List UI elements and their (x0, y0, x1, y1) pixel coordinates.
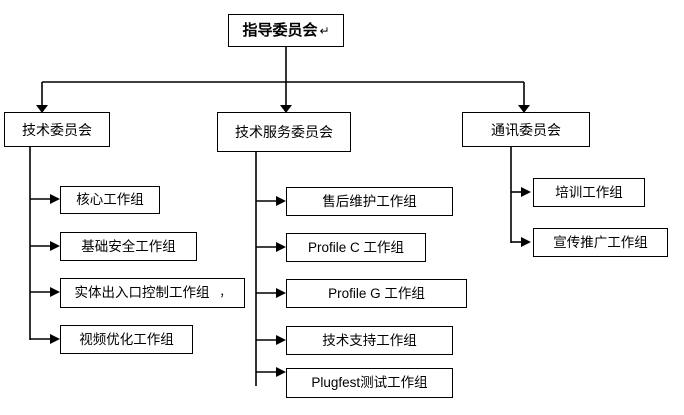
tech-arrowhead-1 (50, 194, 60, 204)
node-profile-c-working-group[interactable]: Profile C 工作组 (286, 233, 426, 262)
node-basic-security-working-group[interactable]: 基础安全工作组 (60, 232, 197, 261)
node-profile-g-working-group-label: Profile G 工作组 (328, 285, 425, 301)
node-video-optimization-working-group[interactable]: 视频优化工作组 (60, 325, 193, 354)
node-communications-committee-label: 通讯委员会 (491, 121, 561, 138)
tech-arrowhead-2 (50, 241, 60, 251)
node-profile-c-working-group-label: Profile C 工作组 (307, 239, 405, 255)
node-after-sales-maintenance-working-group[interactable]: 售后维护工作组 (286, 187, 453, 216)
comms-arrowhead-1 (521, 187, 531, 197)
node-training-working-group[interactable]: 培训工作组 (533, 178, 645, 207)
node-technical-service-committee-label: 技术服务委员会 (235, 124, 333, 140)
node-root-label: 指导委员会 (242, 22, 318, 39)
node-after-sales-maintenance-working-group-label: 售后维护工作组 (322, 193, 417, 209)
node-technical-service-committee[interactable]: 技术服务委员会 (217, 112, 351, 152)
tech-arrowhead-4 (50, 334, 60, 344)
tech-arrowhead-3 (50, 287, 60, 297)
trailing-comma-mark: ， (219, 286, 231, 299)
node-physical-access-control-working-group[interactable]: 实体出入口控制工作组 ， (60, 278, 245, 308)
node-root-steering-committee[interactable]: 指导委员会↵ (228, 14, 344, 47)
node-basic-security-working-group-label: 基础安全工作组 (81, 238, 176, 254)
node-publicity-promotion-working-group-label: 宣传推广工作组 (553, 234, 648, 250)
node-publicity-promotion-working-group[interactable]: 宣传推广工作组 (533, 228, 668, 257)
node-technical-committee[interactable]: 技术委员会 (4, 112, 110, 147)
node-video-optimization-working-group-label: 视频优化工作组 (79, 331, 174, 347)
node-technical-support-working-group[interactable]: 技术支持工作组 (286, 326, 453, 355)
node-technical-committee-label: 技术委员会 (22, 121, 92, 138)
node-technical-support-working-group-label: 技术支持工作组 (322, 332, 417, 348)
node-profile-g-working-group[interactable]: Profile G 工作组 (286, 279, 467, 308)
ts-arrowhead-2 (276, 242, 286, 252)
ts-arrowhead-4 (276, 335, 286, 345)
ts-arrowhead-1 (276, 196, 286, 206)
ts-arrowhead-5 (276, 367, 286, 377)
node-training-working-group-label: 培训工作组 (555, 184, 623, 200)
node-communications-committee[interactable]: 通讯委员会 (462, 112, 590, 147)
node-plugfest-testing-working-group[interactable]: Plugfest测试工作组 (286, 368, 453, 398)
node-core-working-group[interactable]: 核心工作组 (60, 186, 160, 214)
comms-arrowhead-2 (521, 237, 531, 247)
node-physical-access-control-working-group-label: 实体出入口控制工作组 (74, 285, 210, 301)
ts-arrowhead-3 (276, 288, 286, 298)
node-plugfest-testing-working-group-label: Plugfest测试工作组 (311, 375, 428, 391)
pilcrow-icon: ↵ (319, 23, 330, 38)
node-core-working-group-label: 核心工作组 (76, 192, 144, 208)
